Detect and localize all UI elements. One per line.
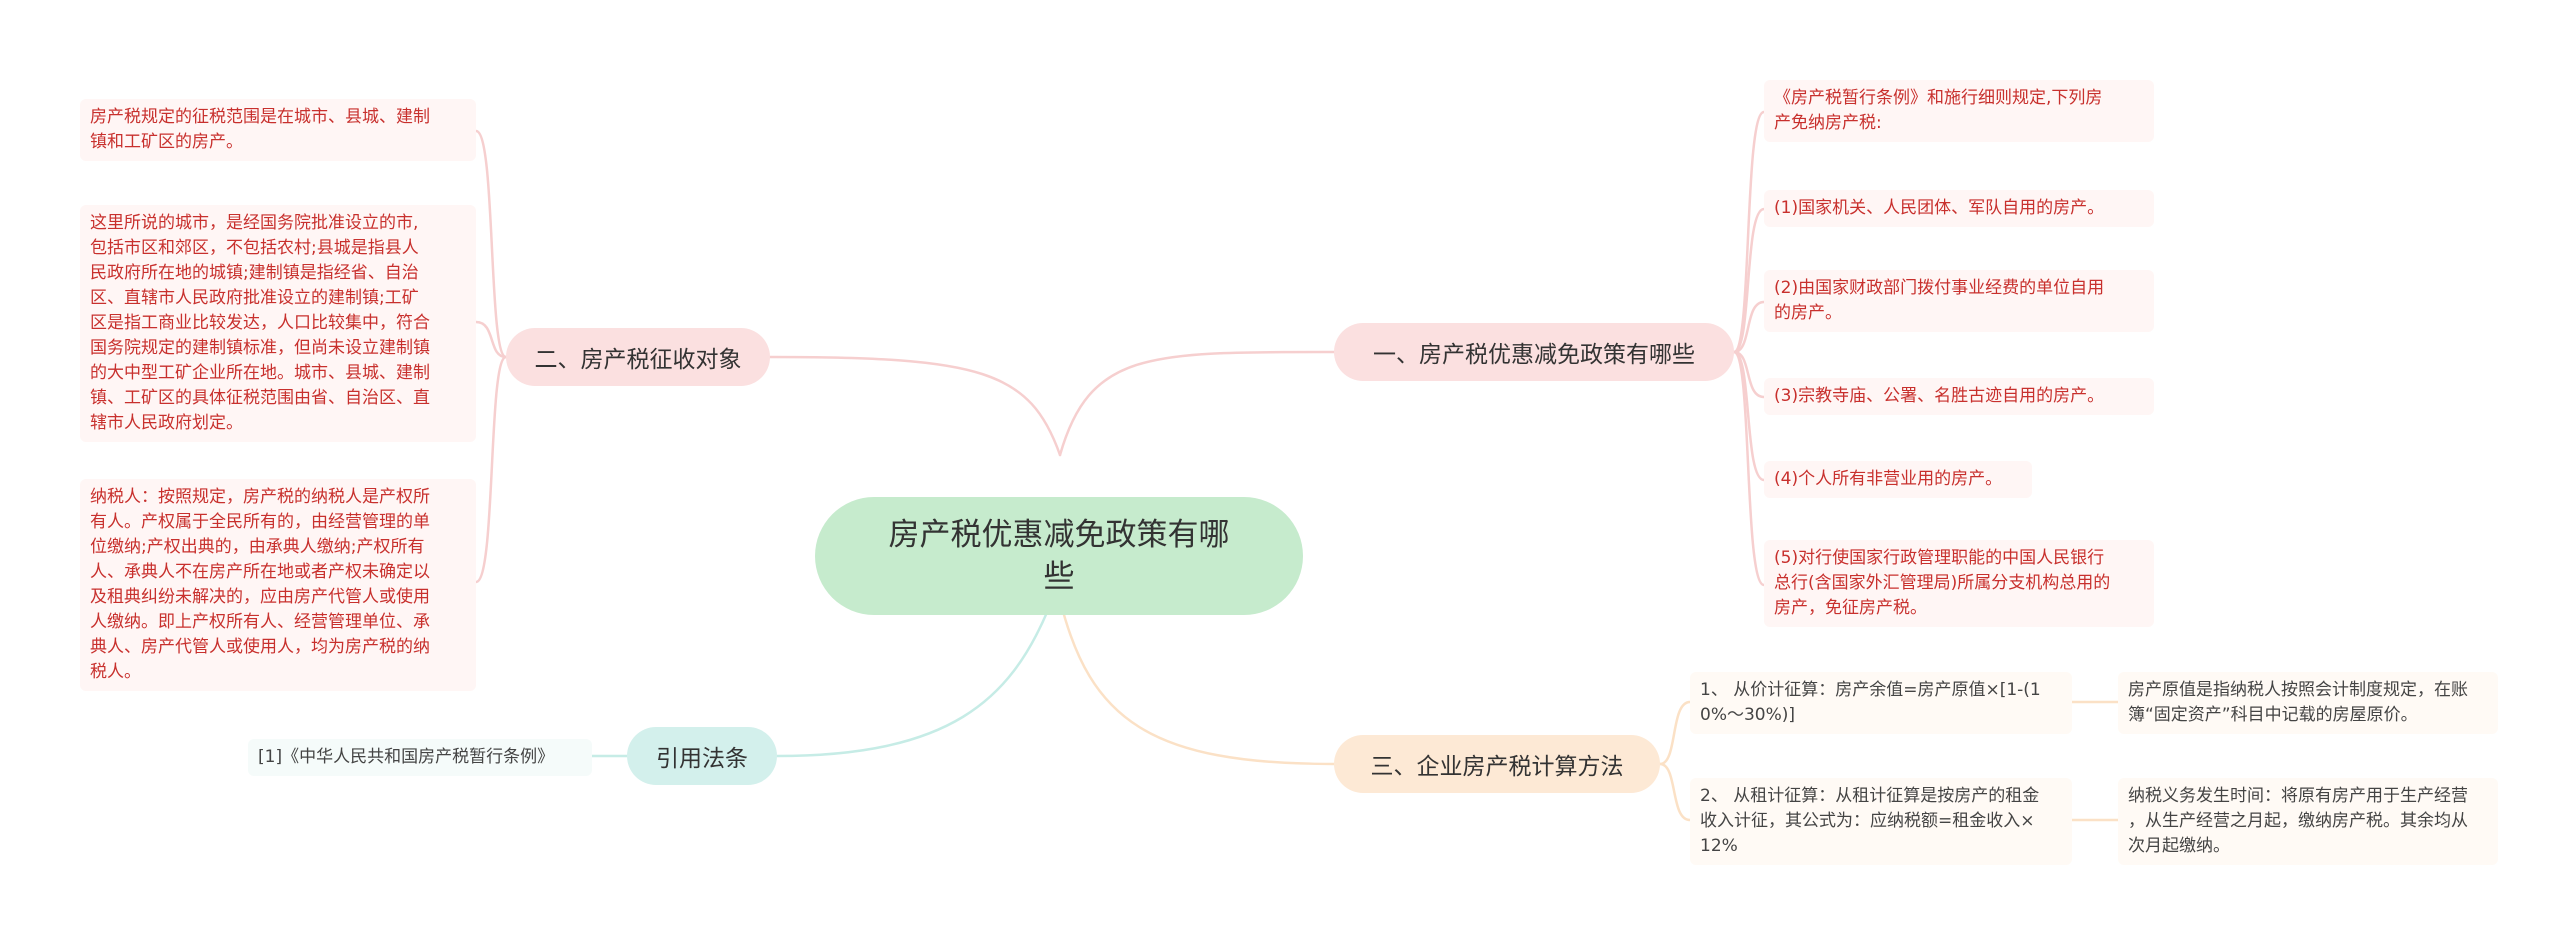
leaf-original-value-note[interactable]: 房产原值是指纳税人按照会计制度规定，在账 簿“固定资产”科目中记载的房屋原价。 — [2118, 672, 2498, 734]
leaf-exemption-item-3[interactable]: (3)宗教寺庙、公署、名胜古迹自用的房产。 — [1764, 378, 2154, 415]
leaf-law-reference[interactable]: [1]《中华人民共和国房产税暂行条例》 — [248, 739, 592, 776]
leaf-tax-liability-time-note[interactable]: 纳税义务发生时间：将原有房产用于生产经营 ，从生产经营之月起，缴纳房产税。其余均… — [2118, 778, 2498, 865]
leaf-value-based-method[interactable]: 1、 从价计征算：房产余值=房产原值×[1-(1 0%～30%)] — [1690, 672, 2072, 734]
leaf-exemption-item-5[interactable]: (5)对行使国家行政管理职能的中国人民银行 总行(含国家外汇管理局)所属分支机构… — [1764, 540, 2154, 627]
branch-taxation-object[interactable]: 二、房产税征收对象 — [506, 328, 770, 386]
leaf-exemption-item-1[interactable]: (1)国家机关、人民团体、军队自用的房产。 — [1764, 190, 2154, 227]
branch-label: 一、房产税优惠减免政策有哪些 — [1373, 342, 1695, 368]
leaf-exemption-item-2[interactable]: (2)由国家财政部门拨付事业经费的单位自用 的房产。 — [1764, 270, 2154, 332]
leaf-scope-definition[interactable]: 这里所说的城市，是经国务院批准设立的市, 包括市区和郊区，不包括农村;县城是指县… — [80, 205, 476, 442]
root-node[interactable]: 房产税优惠减免政策有哪些 — [815, 497, 1303, 615]
branch-label: 二、房产税征收对象 — [534, 347, 742, 373]
branch-label: 引用法条 — [656, 746, 748, 772]
root-title: 房产税优惠减免政策有哪些 — [888, 517, 1230, 595]
leaf-exemption-item-4[interactable]: (4)个人所有非营业用的房产。 — [1764, 461, 2032, 498]
leaf-exemption-intro[interactable]: 《房产税暂行条例》和施行细则规定,下列房 产免纳房产税: — [1764, 80, 2154, 142]
branch-tax-exemption[interactable]: 一、房产税优惠减免政策有哪些 — [1334, 323, 1734, 381]
leaf-tax-scope[interactable]: 房产税规定的征税范围是在城市、县城、建制 镇和工矿区的房产。 — [80, 99, 476, 161]
branch-label: 三、企业房产税计算方法 — [1370, 754, 1624, 780]
leaf-rent-based-method[interactable]: 2、 从租计征算：从租计征算是按房产的租金 收入计征，其公式为：应纳税额=租金收… — [1690, 778, 2072, 865]
branch-calculation-method[interactable]: 三、企业房产税计算方法 — [1334, 735, 1660, 793]
leaf-taxpayer[interactable]: 纳税人：按照规定，房产税的纳税人是产权所 有人。产权属于全民所有的，由经营管理的… — [80, 479, 476, 691]
branch-cited-law[interactable]: 引用法条 — [627, 727, 777, 785]
